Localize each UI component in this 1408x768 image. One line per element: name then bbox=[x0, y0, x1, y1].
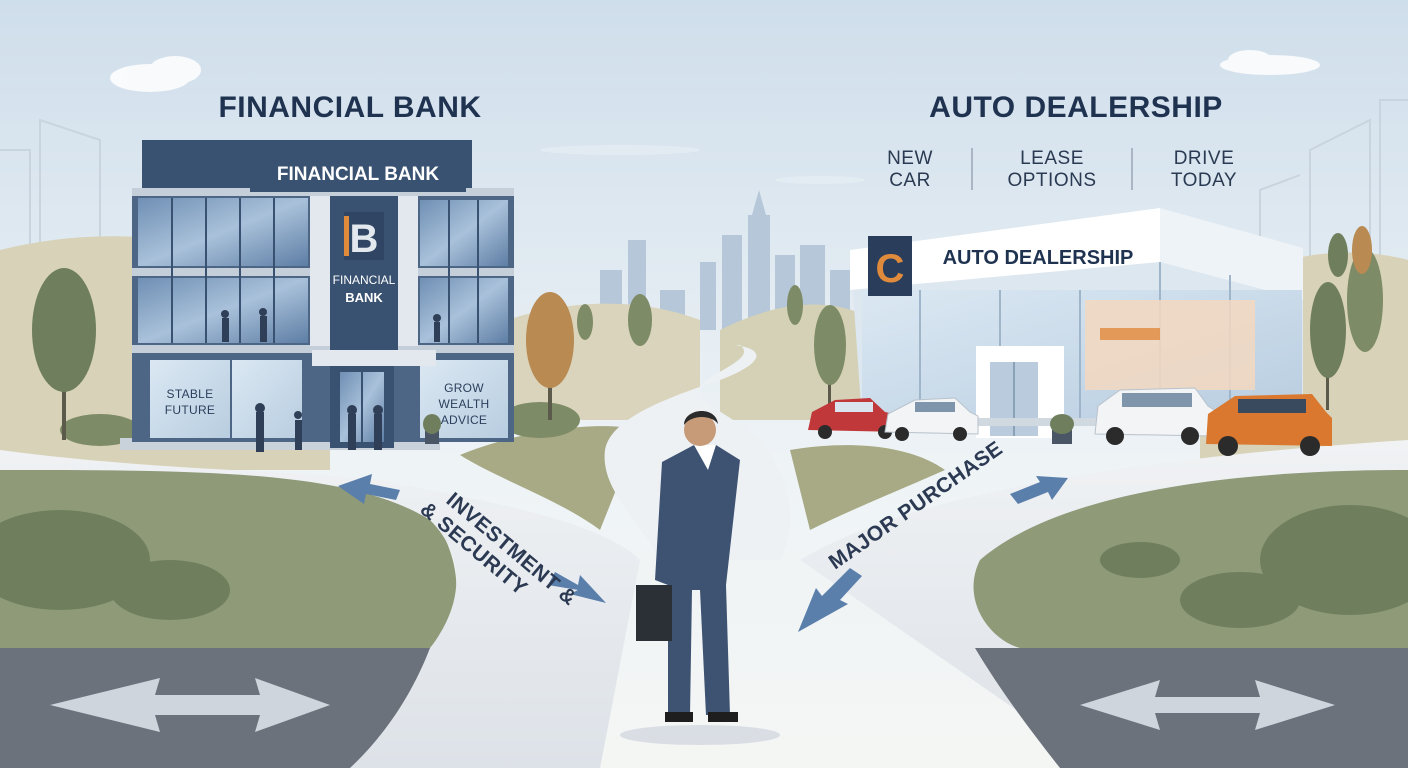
car-suv-white bbox=[1094, 387, 1215, 445]
bank-logo-accent bbox=[344, 216, 349, 256]
arrow-down-left-path-icon bbox=[548, 572, 606, 603]
feature-new-car-line1: NEW bbox=[887, 148, 933, 169]
outline-buildings bbox=[0, 99, 1408, 270]
dealership-building bbox=[850, 208, 1304, 438]
bank-logo-icon bbox=[344, 212, 384, 260]
bank-logo-line1: FINANCIAL bbox=[333, 273, 396, 287]
bank-logo-line2: BANK bbox=[345, 290, 383, 305]
bank-window-right-line1: GROW bbox=[444, 381, 484, 395]
arrow-to-bank-icon bbox=[338, 474, 400, 504]
feature-lease-line2: OPTIONS bbox=[1007, 170, 1096, 191]
dealership-logo-letter: C bbox=[876, 247, 905, 291]
dealership-sign-text: AUTO DEALERSHIP bbox=[943, 247, 1134, 269]
bank-sign-board bbox=[250, 152, 466, 192]
clouds bbox=[110, 50, 1320, 184]
feature-new-car-line2: CAR bbox=[889, 170, 931, 191]
bank-window-right-line3: ADVICE bbox=[441, 413, 487, 427]
bank-sign-text: FINANCIAL BANK bbox=[277, 164, 439, 185]
businessman bbox=[620, 410, 780, 745]
briefcase-icon bbox=[636, 585, 672, 641]
planter bbox=[423, 414, 1074, 444]
bushes bbox=[0, 402, 1408, 628]
bank-heading: FINANCIAL BANK bbox=[218, 91, 481, 124]
double-arrow-icon bbox=[50, 678, 330, 732]
car-white bbox=[884, 397, 979, 441]
car-orange bbox=[1206, 394, 1332, 456]
dealership-logo-icon bbox=[868, 236, 912, 296]
bank-logo-letter: B bbox=[350, 217, 379, 261]
bank-people bbox=[221, 308, 441, 452]
arrow-down-right-path-icon bbox=[798, 568, 862, 632]
trees bbox=[32, 226, 1383, 440]
feature-drive-line2: TODAY bbox=[1171, 170, 1237, 191]
bank-window-right-line2: WEALTH bbox=[439, 397, 490, 411]
meadow-mid-left bbox=[460, 426, 640, 530]
bank-window-left-line1: STABLE bbox=[167, 387, 214, 401]
meadow-mid-right bbox=[790, 445, 945, 530]
arrow-to-dealership-icon bbox=[1010, 476, 1068, 504]
dealership-heading: AUTO DEALERSHIP bbox=[929, 91, 1223, 124]
bank-window-left-line2: FUTURE bbox=[165, 403, 215, 417]
feature-lease-line1: LEASE bbox=[1020, 148, 1084, 169]
meadow-left bbox=[0, 466, 457, 648]
hill-center-right bbox=[720, 304, 900, 420]
feature-drive-line1: DRIVE bbox=[1174, 148, 1235, 169]
dealership-features: NEW CAR LEASE OPTIONS DRIVE TODAY bbox=[887, 148, 1237, 191]
double-arrow-icon bbox=[1080, 680, 1335, 730]
